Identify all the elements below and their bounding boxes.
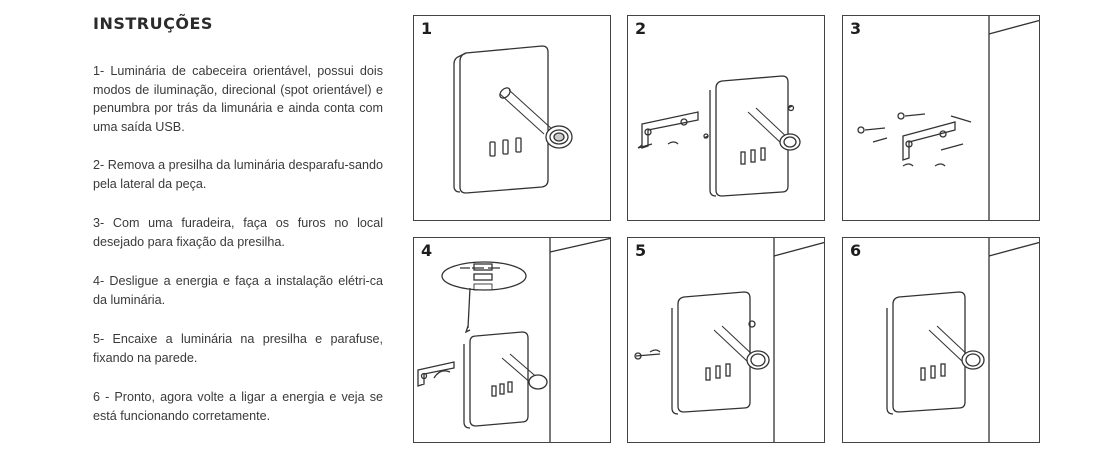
panel-number: 3 (850, 19, 862, 38)
step-panel-4: 4 (413, 237, 611, 443)
step-panel-1: 1 (413, 15, 611, 221)
step-panel-5: 5 (627, 237, 825, 443)
luminaire-overview-icon (453, 45, 573, 194)
instruction-step-6: 6 - Pronto, agora volte a ligar a energi… (93, 390, 383, 423)
page-title: INSTRUÇÕES (93, 14, 213, 33)
drill-wall-icon (857, 16, 1039, 220)
instruction-step-5: 5- Encaixe a luminária na presilha e par… (93, 332, 383, 365)
panel-number: 6 (850, 241, 862, 260)
step-panel-6: 6 (842, 237, 1040, 443)
step-panel-2: 2 (627, 15, 825, 221)
remove-bracket-icon (637, 75, 801, 197)
instruction-step-1: 1- Luminária de cabeceira orientável, po… (93, 64, 383, 134)
panel-number: 4 (421, 241, 433, 260)
panel-number: 1 (421, 19, 433, 38)
instruction-step-2: 2- Remova a presilha da luminária despar… (93, 158, 383, 191)
panel-number: 2 (635, 19, 647, 38)
wiring-icon (417, 238, 610, 442)
instruction-step-3: 3- Com uma furadeira, faça os furos no l… (93, 216, 383, 249)
step-panel-3: 3 (842, 15, 1040, 221)
instruction-step-4: 4- Desligue a energia e faça a instalaçã… (93, 274, 383, 307)
installed-luminaire-icon (886, 238, 1039, 442)
panel-number: 5 (635, 241, 647, 260)
mount-bracket-icon (634, 238, 824, 442)
